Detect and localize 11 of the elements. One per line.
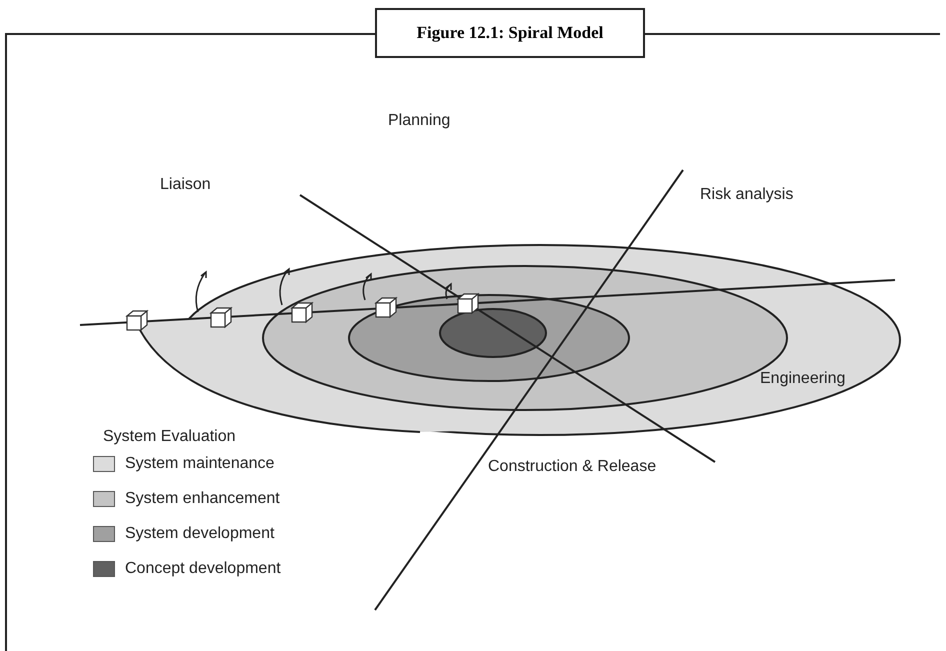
figure-title: Figure 12.1: Spiral Model (375, 8, 645, 58)
legend-label: System maintenance (125, 455, 274, 473)
sector-label: Engineering (760, 370, 846, 388)
sector-label: System Evaluation (103, 428, 236, 446)
sector-label: Risk analysis (700, 186, 794, 204)
legend-label: System development (125, 525, 274, 543)
legend-label: Concept development (125, 560, 281, 578)
sector-label: Liaison (160, 176, 211, 194)
sector-label: Construction & Release (488, 458, 656, 476)
sector-label: Planning (388, 112, 450, 130)
legend-label: System enhancement (125, 490, 280, 508)
